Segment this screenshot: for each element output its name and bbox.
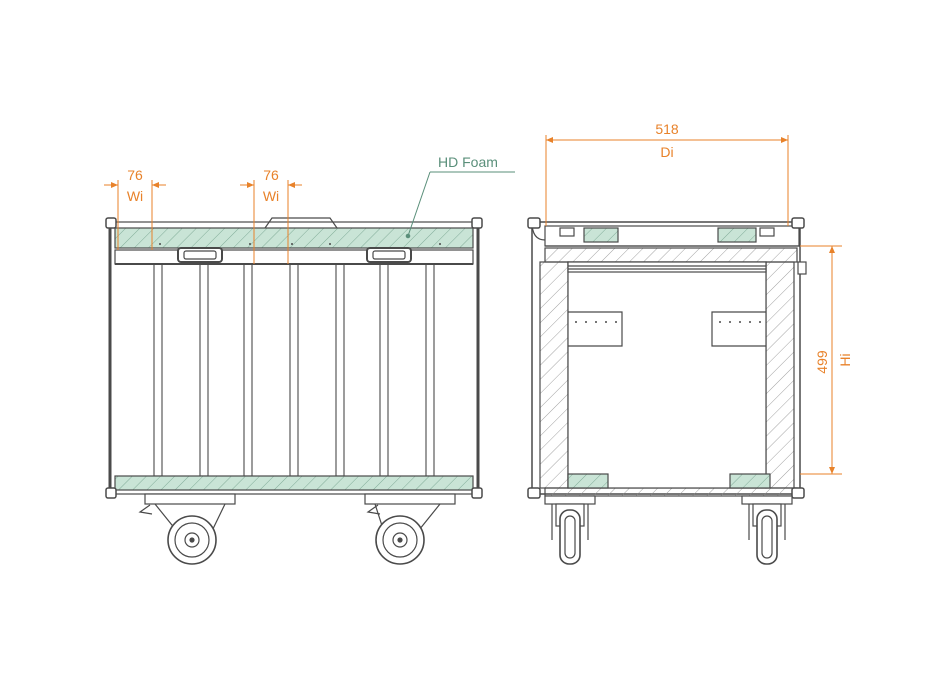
lid-handle-icon bbox=[264, 217, 338, 229]
depth-symbol: Di bbox=[660, 144, 673, 160]
side-left-caster-icon bbox=[544, 495, 596, 565]
front-left-caster-icon bbox=[138, 503, 226, 565]
bottom-foam-band bbox=[114, 475, 474, 491]
side-view bbox=[527, 217, 807, 565]
wall-left-symbol: Wi bbox=[127, 188, 143, 204]
side-right-caster-icon bbox=[741, 495, 793, 565]
foam-label: HD Foam bbox=[438, 154, 498, 170]
front-right-caster-icon bbox=[366, 503, 441, 565]
front-view bbox=[105, 217, 483, 565]
rack-plate-right-icon bbox=[711, 311, 766, 347]
rack-plate-left-icon bbox=[568, 311, 623, 347]
height-value: 499 bbox=[814, 350, 830, 374]
bottom-foam-block-left bbox=[567, 473, 609, 489]
bottom-foam-block-right bbox=[729, 473, 771, 489]
depth-dimension bbox=[545, 135, 789, 226]
wall-mid-symbol: Wi bbox=[263, 188, 279, 204]
top-foam-band bbox=[114, 227, 474, 249]
wall-left-value: 76 bbox=[127, 167, 143, 183]
left-wall-hatch bbox=[539, 261, 569, 489]
lid-foam-block-right bbox=[717, 227, 757, 243]
foam-callout bbox=[405, 171, 515, 239]
right-wall-hatch bbox=[765, 261, 795, 489]
height-dimension bbox=[800, 245, 842, 475]
lid-foam-block-left bbox=[583, 227, 619, 243]
top-wall-hatch bbox=[544, 247, 798, 263]
wall-dimension-left bbox=[104, 180, 166, 250]
depth-value: 518 bbox=[655, 121, 679, 137]
wall-dimension-mid bbox=[240, 180, 302, 264]
wall-mid-value: 76 bbox=[263, 167, 279, 183]
bottom-wall-hatch bbox=[544, 487, 798, 497]
height-symbol: Hi bbox=[837, 353, 853, 366]
